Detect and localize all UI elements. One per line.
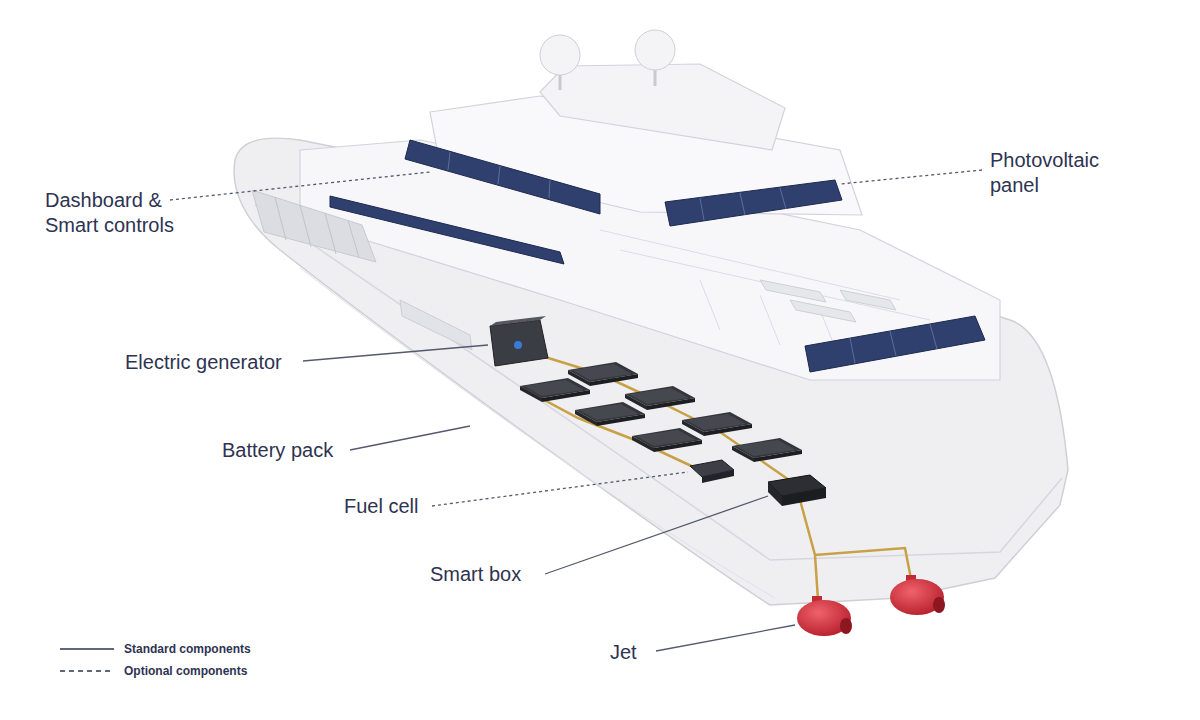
- windows: [252, 190, 376, 262]
- legend-sample: [60, 641, 116, 657]
- legend-text: Optional components: [124, 663, 247, 679]
- jet: [890, 579, 944, 615]
- legend-row: Optional components: [60, 663, 320, 681]
- smart-box-side: [768, 482, 782, 506]
- leader-line: [303, 345, 488, 361]
- component-label: Battery pack: [222, 438, 333, 463]
- battery: [732, 438, 802, 462]
- leader-line: [840, 170, 982, 184]
- deck-line: [255, 205, 1062, 560]
- leader-line: [656, 625, 795, 651]
- component-label: Electric generator: [125, 350, 282, 375]
- electric-generator-top: [490, 316, 546, 326]
- battery: [568, 362, 638, 386]
- legend-row: Standard components: [60, 641, 320, 659]
- solar-panel: [330, 196, 564, 264]
- battery: [575, 402, 645, 426]
- fuel-cell-side: [702, 470, 734, 483]
- smart-box-side: [782, 488, 826, 506]
- radome: [540, 35, 580, 75]
- mast: [559, 75, 562, 90]
- leader-line: [432, 472, 688, 506]
- sunbed: [760, 280, 896, 322]
- windows: [400, 300, 472, 350]
- jet: [797, 600, 851, 636]
- component-label: Fuel cell: [344, 494, 418, 519]
- legend-sample: [60, 663, 116, 679]
- component-label: Smart box: [430, 562, 521, 587]
- solar-panel: [805, 316, 985, 372]
- legend-text: Standard components: [124, 641, 251, 657]
- radome: [635, 30, 675, 70]
- jet-nozzle: [933, 597, 945, 613]
- leader-line: [545, 496, 768, 574]
- battery: [625, 386, 695, 410]
- flybridge: [540, 64, 785, 150]
- generator-light: [514, 341, 522, 349]
- solar-panel: [665, 180, 842, 226]
- battery: [682, 412, 752, 436]
- mast: [654, 70, 657, 86]
- component-label: Photovoltaic panel: [990, 148, 1140, 198]
- jet-nozzle: [840, 618, 852, 634]
- component-label: Dashboard & Smart controls: [45, 188, 195, 238]
- battery: [632, 428, 702, 452]
- solar-panel: [405, 140, 600, 214]
- component-label: Jet: [610, 640, 637, 665]
- battery: [520, 378, 590, 402]
- electric-generator: [490, 320, 548, 366]
- leader-line: [170, 172, 430, 200]
- leader-line: [350, 426, 470, 450]
